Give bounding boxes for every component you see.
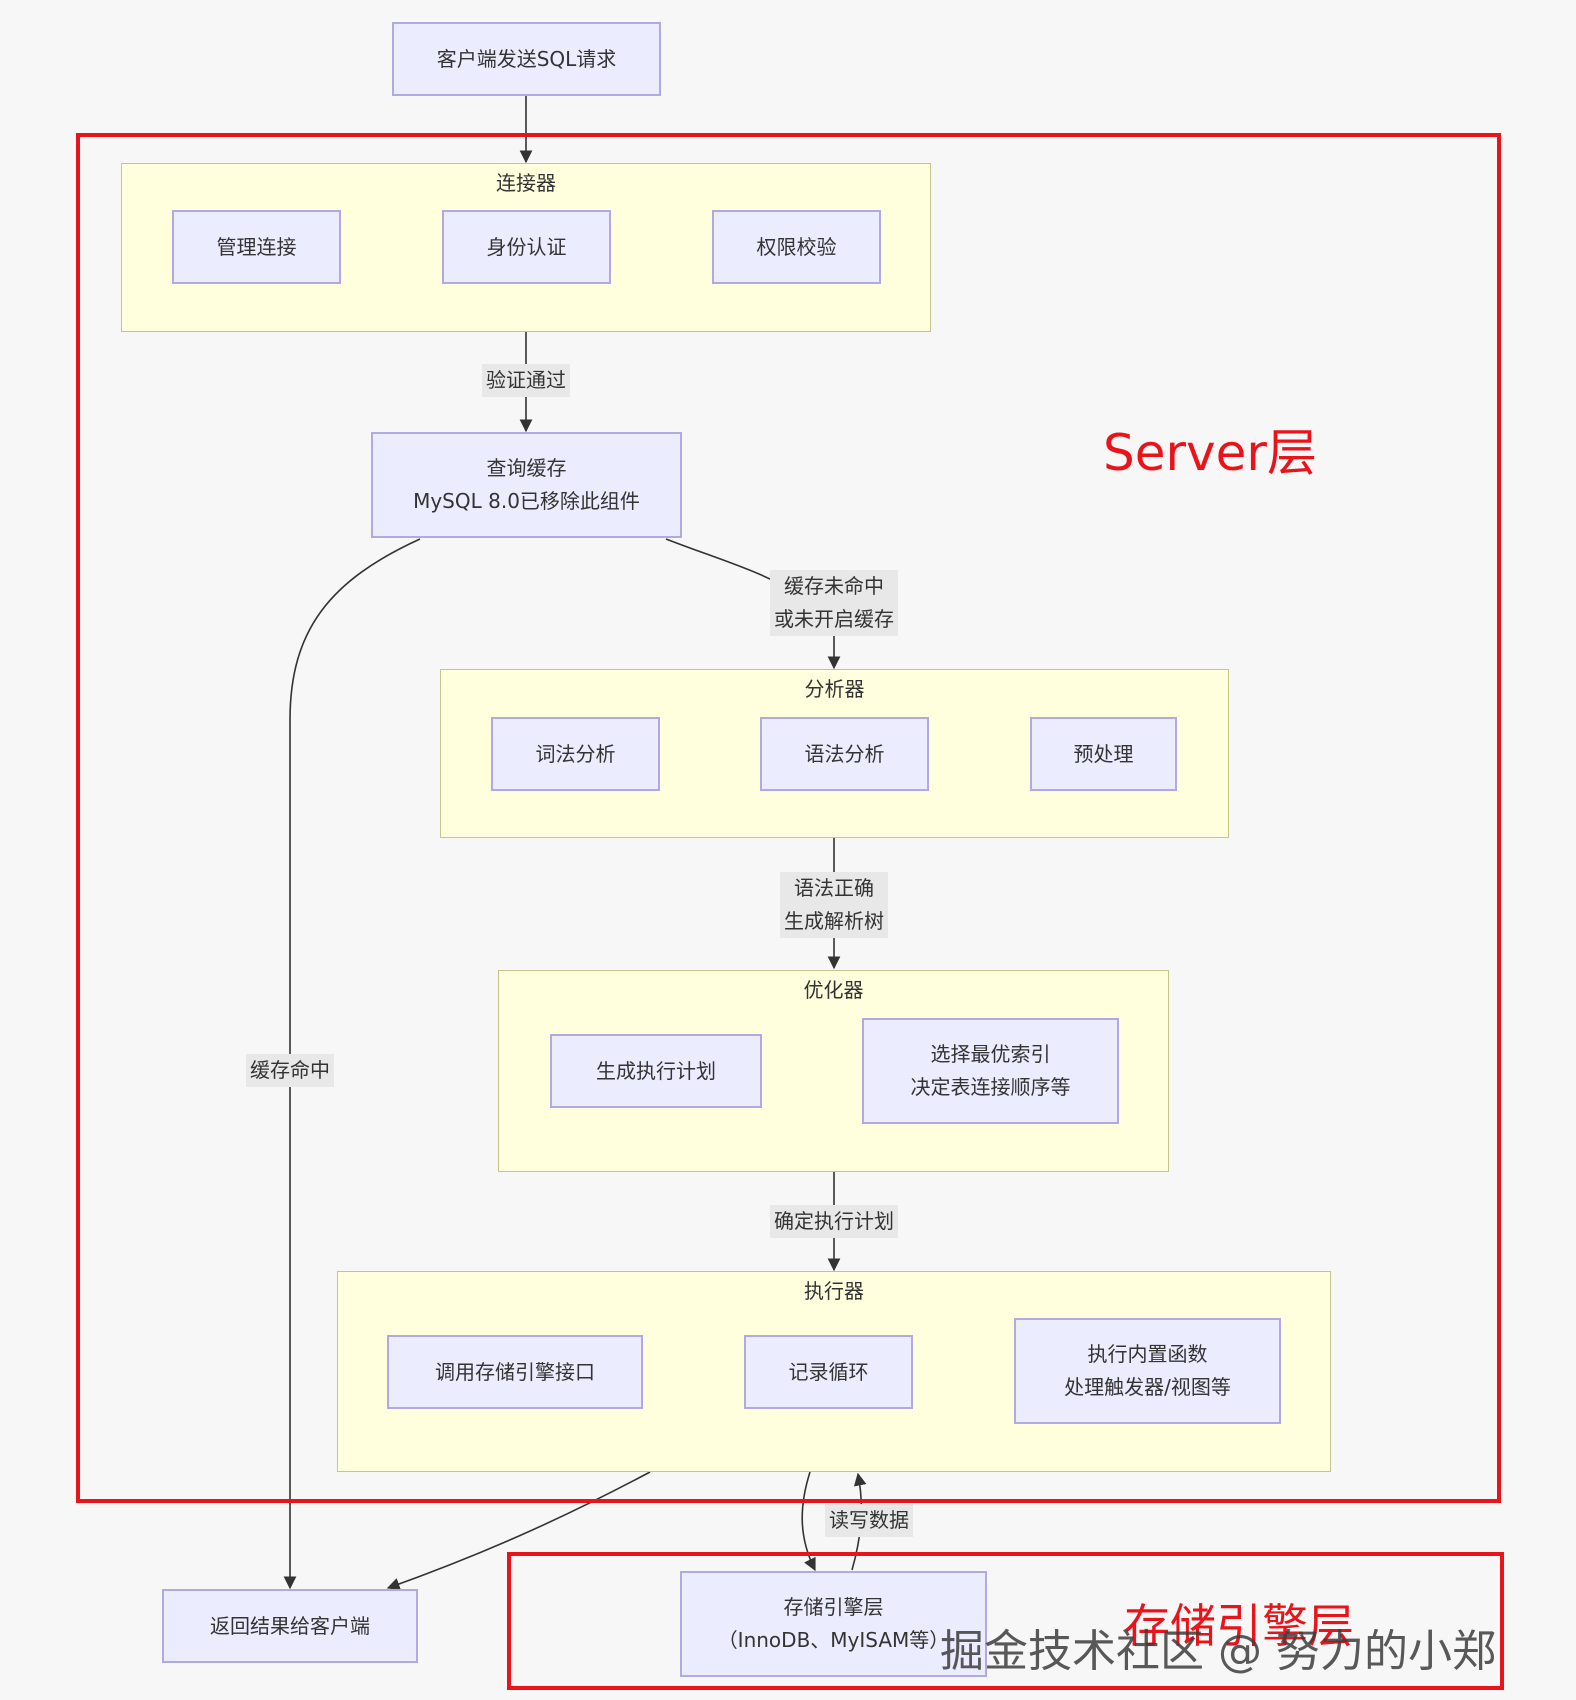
edge-executor-to-storage: [801, 1471, 816, 1572]
choose-index-line2: 决定表连接顺序等: [910, 1075, 1071, 1099]
builtin-functions-line2: 处理触发器/视图等: [1064, 1375, 1231, 1399]
read-write-label: 读写数据: [825, 1504, 913, 1537]
builtin-functions-node: 执行内置函数 处理触发器/视图等: [1014, 1318, 1281, 1424]
builtin-functions-line1: 执行内置函数: [1087, 1342, 1208, 1366]
storage-engine-line1: 存储引擎层: [783, 1595, 884, 1619]
cache-hit-text: 缓存命中: [250, 1058, 330, 1082]
server-layer-region: [76, 133, 1501, 1503]
permission-check-label: 权限校验: [756, 234, 837, 259]
edge-executor-to-return: [386, 1471, 651, 1591]
cache-hit-label: 缓存命中: [246, 1054, 334, 1087]
auth-node: 身份认证: [442, 210, 611, 284]
storage-engine-line2: （InnoDB、MyISAM等）: [717, 1628, 950, 1652]
verify-pass-text: 验证通过: [486, 368, 566, 392]
plan-fixed-label: 确定执行计划: [770, 1205, 898, 1238]
record-loop-node: 记录循环: [744, 1335, 913, 1409]
permission-check-node: 权限校验: [712, 210, 881, 284]
generate-plan-node: 生成执行计划: [550, 1034, 762, 1108]
manage-connection-node: 管理连接: [172, 210, 341, 284]
record-loop-label: 记录循环: [788, 1359, 869, 1384]
edge-cache-hit-to-return: [283, 538, 421, 1590]
lexical-analysis-node: 词法分析: [491, 717, 660, 791]
auth-label: 身份认证: [486, 234, 567, 259]
return-result-node: 返回结果给客户端: [162, 1589, 418, 1663]
call-engine-node: 调用存储引擎接口: [387, 1335, 643, 1409]
query-cache-line2: MySQL 8.0已移除此组件: [413, 489, 640, 513]
manage-connection-label: 管理连接: [216, 234, 297, 259]
client-request-node: 客户端发送SQL请求: [392, 22, 661, 96]
syntax-analysis-label: 语法分析: [804, 741, 885, 766]
preprocess-node: 预处理: [1030, 717, 1177, 791]
connector-title: 连接器: [496, 171, 556, 195]
lexical-analysis-label: 词法分析: [535, 741, 616, 766]
verify-pass-label: 验证通过: [482, 364, 570, 397]
analyzer-title: 分析器: [804, 677, 865, 701]
choose-index-line1: 选择最优索引: [930, 1042, 1051, 1066]
cache-miss-line2: 或未开启缓存: [774, 607, 894, 631]
generate-plan-label: 生成执行计划: [596, 1058, 716, 1083]
storage-engine-node: 存储引擎层 （InnoDB、MyISAM等）: [680, 1571, 987, 1677]
read-write-text: 读写数据: [829, 1508, 909, 1532]
return-result-label: 返回结果给客户端: [210, 1613, 370, 1638]
syntax-ok-label: 语法正确 生成解析树: [780, 872, 888, 938]
optimizer-title: 优化器: [803, 978, 864, 1002]
choose-index-node: 选择最优索引 决定表连接顺序等: [862, 1018, 1119, 1124]
executor-title: 执行器: [804, 1279, 864, 1303]
call-engine-label: 调用存储引擎接口: [435, 1359, 595, 1384]
storage-layer-region: [507, 1552, 1504, 1690]
storage-layer-title: 存储引擎层: [1124, 1599, 1354, 1653]
cache-miss-label: 缓存未命中 或未开启缓存: [770, 570, 898, 636]
client-request-label: 客户端发送SQL请求: [436, 46, 617, 71]
syntax-ok-line1: 语法正确: [794, 876, 874, 900]
plan-fixed-text: 确定执行计划: [774, 1209, 894, 1233]
server-layer-title: Server层: [1103, 424, 1317, 482]
query-cache-node: 查询缓存 MySQL 8.0已移除此组件: [371, 432, 682, 538]
preprocess-label: 预处理: [1073, 741, 1134, 766]
syntax-analysis-node: 语法分析: [760, 717, 929, 791]
cache-miss-line1: 缓存未命中: [784, 574, 884, 598]
syntax-ok-line2: 生成解析树: [784, 909, 884, 933]
watermark-text: 掘金技术社区 @ 努力的小郑: [940, 1626, 1496, 1677]
query-cache-line1: 查询缓存: [486, 456, 567, 480]
